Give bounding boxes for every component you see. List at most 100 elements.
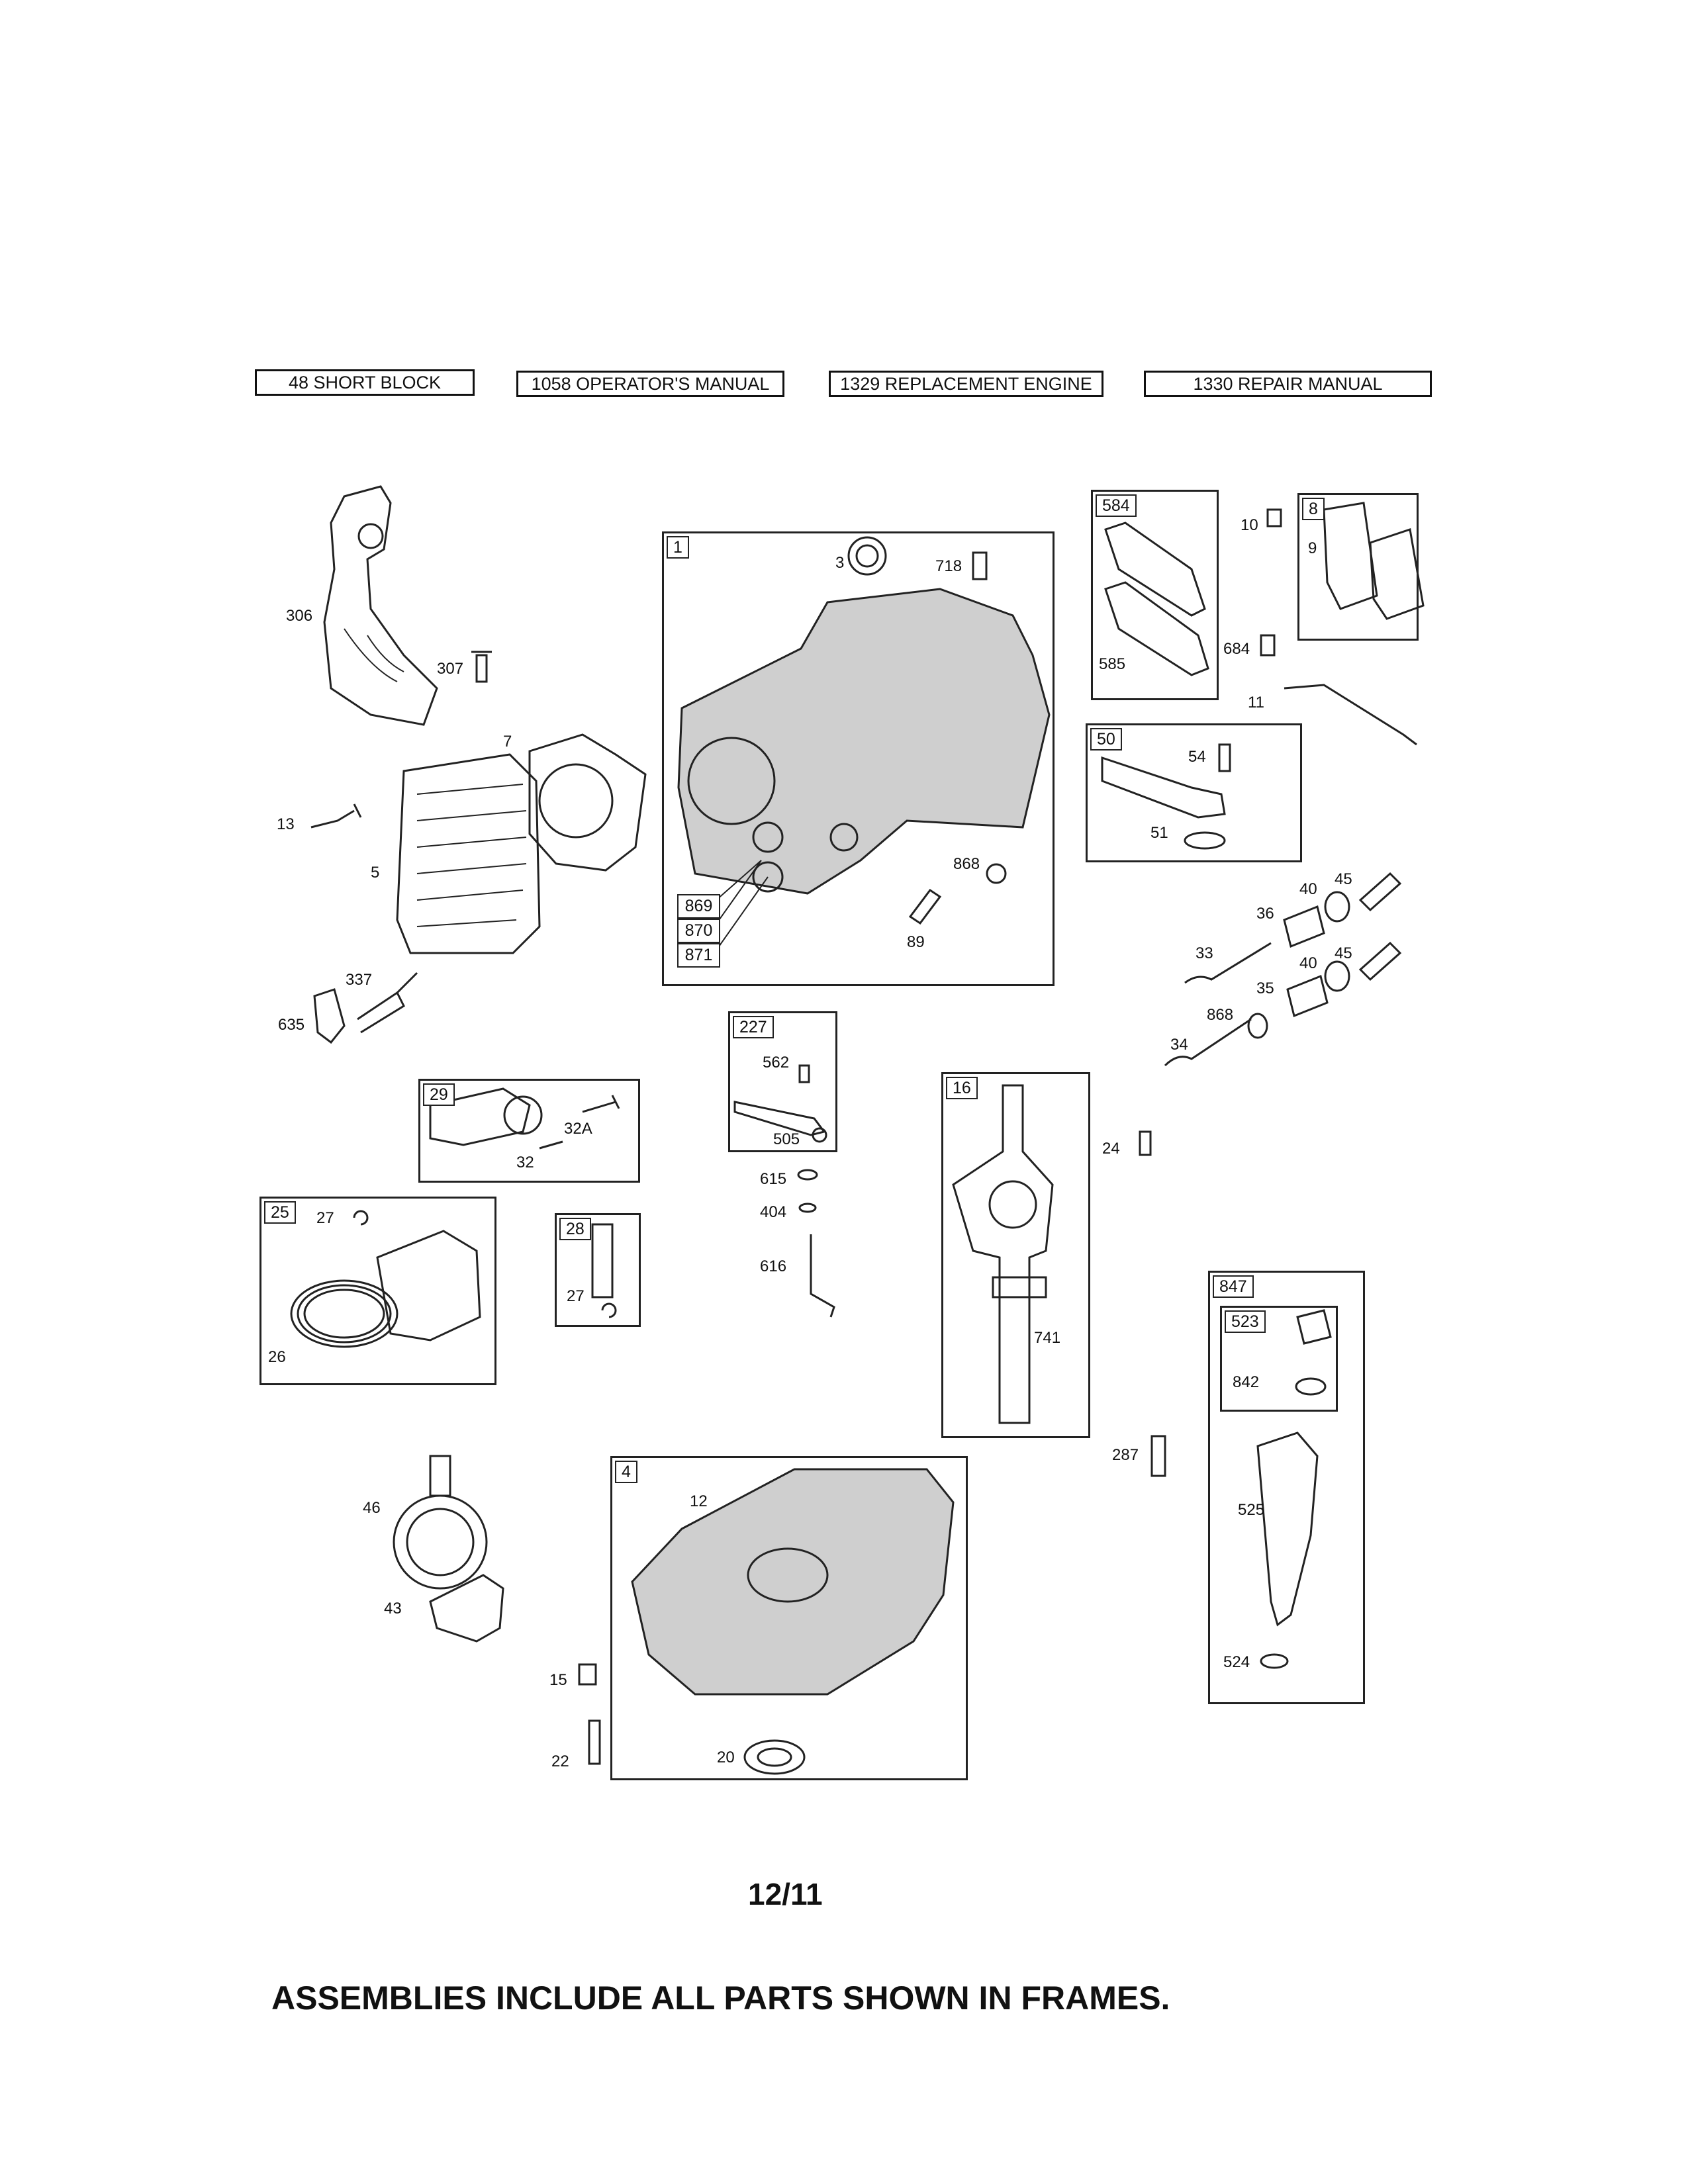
valve-34	[1164, 1018, 1252, 1067]
spring-36	[1283, 905, 1325, 948]
frame-block: 1 869 870 871	[662, 531, 1055, 986]
label-9: 9	[1308, 539, 1317, 557]
frame-label: 1	[667, 536, 689, 559]
label-869: 869	[677, 894, 720, 919]
label-718: 718	[935, 557, 962, 575]
label-3: 3	[835, 554, 845, 572]
ref-operators-manual: 1058 OPERATOR'S MANUAL	[516, 371, 784, 397]
piston-25	[376, 1230, 481, 1342]
gasket-584	[1104, 522, 1206, 617]
ref-repair-manual: 1330 REPAIR MANUAL	[1144, 371, 1432, 397]
pin-24	[1139, 1130, 1152, 1156]
gasket-585	[1104, 581, 1209, 676]
heat-shield-306	[323, 485, 438, 726]
assemblies-note: ASSEMBLIES INCLUDE ALL PARTS SHOWN IN FR…	[271, 1979, 1170, 2017]
frame-dipstick: 847 523	[1208, 1271, 1365, 1704]
screw-684	[1260, 634, 1276, 657]
pin-562	[798, 1064, 810, 1083]
label-585: 585	[1099, 655, 1126, 673]
label-870: 870	[677, 919, 720, 943]
frame-governor-lever: 50	[1086, 723, 1302, 862]
screw-307	[471, 651, 492, 683]
label-45-lower: 45	[1335, 944, 1352, 962]
label-34: 34	[1170, 1036, 1188, 1054]
spring-35	[1286, 974, 1329, 1018]
clip-27b	[601, 1302, 617, 1318]
dipstick-cap-523	[1296, 1309, 1332, 1345]
frame-label: 25	[264, 1201, 296, 1224]
screw-54	[1218, 743, 1231, 772]
frame-piston: 25	[259, 1197, 496, 1385]
revision-date: 12/11	[748, 1877, 823, 1911]
frame-label: 523	[1225, 1310, 1266, 1333]
ref-replacement-engine: 1329 REPLACEMENT ENGINE	[829, 371, 1103, 397]
frame-label: 584	[1096, 494, 1137, 517]
bracket-51	[1184, 831, 1226, 850]
frame-label: 28	[559, 1218, 591, 1240]
label-635: 635	[278, 1016, 305, 1034]
breather-tube-11	[1284, 684, 1417, 746]
label-46: 46	[363, 1499, 381, 1517]
seal-868b	[1247, 1013, 1268, 1039]
label-26: 26	[268, 1348, 286, 1366]
frame-governor: 227	[728, 1011, 837, 1152]
shaft-616	[810, 1234, 835, 1318]
label-54: 54	[1188, 748, 1206, 766]
spark-plug-cap-635	[313, 988, 346, 1044]
label-24: 24	[1102, 1140, 1120, 1158]
label-524: 524	[1223, 1653, 1250, 1671]
label-12: 12	[690, 1492, 708, 1510]
head-gasket-7	[528, 733, 647, 872]
label-40-lower: 40	[1299, 954, 1317, 972]
plug-15	[578, 1663, 597, 1686]
breather-8	[1369, 528, 1425, 620]
frame-gaskets: 584	[1091, 490, 1219, 700]
governor-43	[429, 1574, 504, 1643]
label-10: 10	[1241, 516, 1258, 534]
label-306: 306	[286, 607, 313, 625]
label-871: 871	[677, 943, 720, 968]
dipstick-tube-525	[1256, 1432, 1319, 1627]
frame-label: 16	[946, 1077, 978, 1099]
connecting-rod-29	[429, 1087, 531, 1146]
oil-sump-4	[631, 1468, 955, 1696]
label-5: 5	[371, 864, 380, 882]
spark-plug-337	[357, 972, 418, 1034]
piston-rings-26	[290, 1279, 399, 1348]
label-40-upper: 40	[1299, 880, 1317, 898]
oring-842	[1295, 1377, 1327, 1396]
label-684: 684	[1223, 640, 1250, 658]
frame-label: 847	[1213, 1275, 1254, 1298]
label-13: 13	[277, 815, 295, 833]
label-36: 36	[1256, 905, 1274, 923]
wrist-pin-28	[591, 1223, 614, 1298]
bolt-13	[310, 803, 362, 829]
label-20: 20	[717, 1749, 735, 1766]
frame-wrist-pin: 28	[555, 1213, 641, 1327]
label-615: 615	[760, 1170, 787, 1188]
frame-dipstick-cap: 523	[1220, 1306, 1338, 1412]
label-868: 868	[953, 855, 980, 873]
bolt-22	[588, 1719, 601, 1765]
label-562: 562	[763, 1054, 790, 1071]
bolt-32	[539, 1140, 563, 1150]
label-842: 842	[1233, 1373, 1260, 1391]
label-11: 11	[1248, 694, 1264, 711]
label-868-valve: 868	[1207, 1006, 1234, 1024]
ref-short-block: 48 SHORT BLOCK	[255, 369, 475, 396]
label-15: 15	[549, 1671, 567, 1689]
cylinder-block-1	[677, 588, 1051, 895]
label-33: 33	[1196, 944, 1213, 962]
label-45-upper: 45	[1335, 870, 1352, 888]
label-32: 32	[516, 1154, 534, 1171]
crankshaft-16	[952, 1084, 1054, 1424]
frame-breather: 8	[1297, 493, 1419, 641]
frame-label: 50	[1090, 728, 1122, 751]
retainer-40b	[1324, 960, 1350, 992]
clip-27a	[353, 1210, 369, 1226]
gear-741	[992, 1276, 1047, 1298]
label-43: 43	[384, 1600, 402, 1617]
frame-label: 8	[1302, 498, 1325, 520]
